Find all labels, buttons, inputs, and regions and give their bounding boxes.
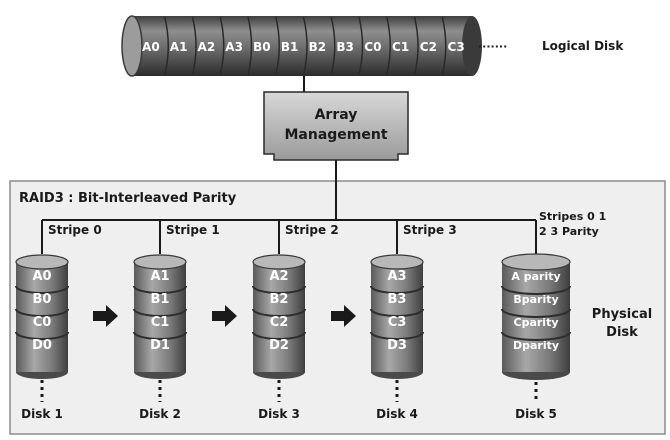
- parity-block: Bparity: [513, 293, 558, 306]
- disk-cylinder-1: A0 B0 C0 D0: [15, 254, 69, 379]
- array-management-box: Array Management: [263, 91, 409, 161]
- array-management-line1: Array: [315, 107, 358, 123]
- stripe-bus: [41, 160, 537, 254]
- disk-block: B3: [388, 292, 407, 307]
- disk-block: A0: [32, 269, 51, 284]
- parity-block: Cparity: [514, 316, 559, 329]
- disk-cylinder-2: A1 B1 C1 D1: [133, 254, 187, 379]
- disk-name-4: Disk 4: [376, 407, 418, 421]
- disk-cylinder-3: A2 B2 C2 D2: [252, 254, 306, 379]
- logical-block: B3: [336, 40, 354, 54]
- disk-block: B1: [151, 292, 170, 307]
- tube-separator: [441, 16, 447, 76]
- stripe-label-3: Stripe 3: [403, 223, 457, 237]
- disk-arrows: [93, 305, 356, 327]
- physical-disk-label-line2: Disk: [606, 325, 638, 340]
- logical-block: C0: [364, 40, 381, 54]
- disk-block: D2: [269, 338, 289, 353]
- logical-disk-dots: ·······: [478, 40, 507, 53]
- disk-name-5: Disk 5: [515, 407, 557, 421]
- disk-block: D1: [150, 338, 170, 353]
- raid-panel-title: RAID3 : Bit-Interleaved Parity: [19, 191, 237, 206]
- tube-separator: [386, 16, 391, 76]
- logical-disk-label: Logical Disk: [542, 39, 624, 53]
- logical-block: A0: [142, 40, 160, 54]
- logical-block: C2: [420, 40, 437, 54]
- disk-block: D0: [32, 338, 52, 353]
- arrow-right-icon: [93, 305, 118, 327]
- stripe-label-0: Stripe 0: [48, 223, 102, 237]
- tube-separator: [219, 16, 225, 76]
- disk-block: C3: [388, 315, 407, 330]
- tube-separator: [413, 16, 419, 76]
- disk-block: B0: [33, 292, 52, 307]
- logical-block: B0: [253, 40, 271, 54]
- logical-block: C1: [392, 40, 409, 54]
- disk-block: A1: [150, 269, 169, 284]
- tube-separator: [275, 16, 280, 76]
- tube-separator: [302, 16, 308, 76]
- parity-block: Dparity: [513, 339, 559, 352]
- disk-name-1: Disk 1: [21, 407, 63, 421]
- logical-block: A3: [225, 40, 243, 54]
- disk-block: C2: [270, 315, 289, 330]
- disk-name-3: Disk 3: [258, 407, 300, 421]
- logical-block: B2: [309, 40, 327, 54]
- disk-block: C0: [33, 315, 52, 330]
- tube-separator: [330, 16, 336, 76]
- disk-continuation-dots: [40, 380, 538, 402]
- logical-block: C3: [448, 40, 465, 54]
- disk-block: A3: [387, 269, 406, 284]
- logical-disk-tube: A0 A1 A2 A3 B0 B1 B2 B3 C0 C1 C2 C3: [121, 15, 482, 77]
- logical-block: A2: [198, 40, 216, 54]
- stripe-label-1: Stripe 1: [166, 223, 220, 237]
- tube-separator: [247, 16, 253, 76]
- disk-block: B2: [270, 292, 289, 307]
- arrow-right-icon: [331, 305, 356, 327]
- disk-cylinder-4: A3 B3 C3 D3: [370, 254, 424, 379]
- tube-separator: [358, 16, 364, 76]
- physical-disk-label-line1: Physical: [592, 307, 652, 322]
- stripe-label-2: Stripe 2: [285, 223, 339, 237]
- parity-stripe-label-line2: 2 3 Parity: [539, 225, 599, 238]
- disk-block: D3: [387, 338, 407, 353]
- logical-block: A1: [170, 40, 188, 54]
- parity-disk-cylinder: A parity Bparity Cparity Dparity: [501, 253, 571, 380]
- tube-separator: [164, 16, 169, 76]
- arrow-right-icon: [212, 305, 237, 327]
- tube-separator: [191, 16, 197, 76]
- array-management-line2: Management: [284, 127, 387, 143]
- disk-block: C1: [151, 315, 170, 330]
- parity-block: A parity: [511, 270, 560, 283]
- logical-block: B1: [281, 40, 299, 54]
- disk-name-2: Disk 2: [139, 407, 181, 421]
- parity-stripe-label-line1: Stripes 0 1: [539, 210, 606, 223]
- disk-block: A2: [269, 269, 288, 284]
